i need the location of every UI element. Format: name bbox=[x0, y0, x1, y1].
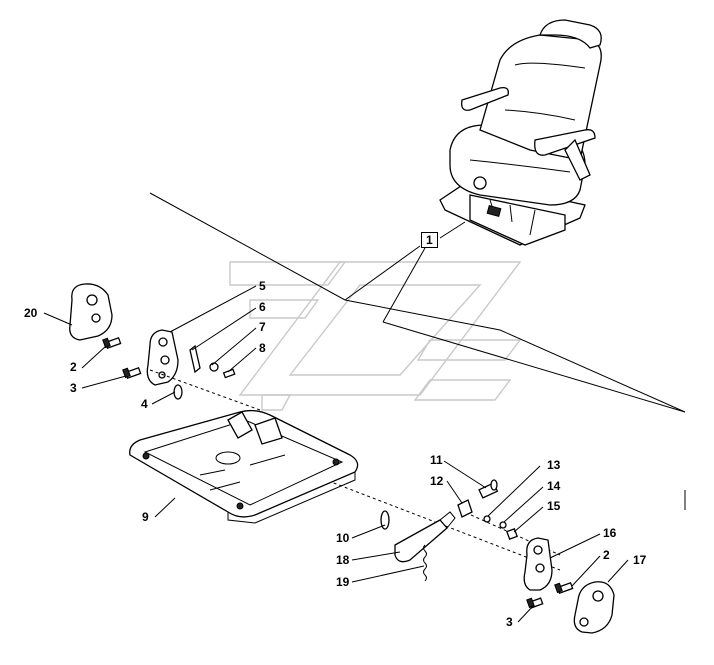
part-9-mounting-plate bbox=[129, 409, 359, 524]
callout-1-leader bbox=[344, 221, 466, 323]
callout-20: 20 bbox=[24, 306, 38, 320]
callout-12: 12 bbox=[430, 474, 444, 488]
part-10-ring bbox=[380, 510, 390, 530]
callout-2-left: 2 bbox=[70, 360, 77, 374]
callout-16: 16 bbox=[603, 526, 617, 540]
callout-11: 11 bbox=[430, 453, 443, 467]
callout-10: 10 bbox=[336, 531, 350, 545]
seat-assembly bbox=[439, 19, 602, 246]
callout-6: 6 bbox=[259, 300, 266, 314]
part-20-cover bbox=[69, 283, 113, 341]
callout-15: 15 bbox=[547, 499, 561, 513]
part-4-sleeve bbox=[173, 384, 183, 400]
callout-8: 8 bbox=[259, 341, 266, 355]
callout-7: 7 bbox=[259, 320, 266, 334]
callout-2-right: 2 bbox=[603, 548, 610, 562]
watermark-logo bbox=[229, 261, 522, 411]
left-bolts bbox=[102, 336, 142, 380]
callout-1: 1 bbox=[421, 232, 438, 248]
part-16-right-bracket bbox=[523, 537, 553, 591]
part-18-latch bbox=[394, 511, 456, 563]
callout-9: 9 bbox=[142, 510, 149, 524]
assembly-boundary-line bbox=[149, 192, 686, 510]
left-small-hardware bbox=[189, 344, 236, 379]
callout-17: 17 bbox=[633, 553, 647, 567]
right-bolts bbox=[526, 581, 574, 609]
callout-14: 14 bbox=[547, 479, 561, 493]
callout-13: 13 bbox=[547, 458, 561, 472]
part-5-left-bracket bbox=[146, 329, 179, 386]
part-19-spring bbox=[423, 544, 427, 582]
callout-4: 4 bbox=[141, 397, 148, 411]
callout-19: 19 bbox=[336, 575, 350, 589]
callout-3-left: 3 bbox=[70, 381, 77, 395]
callout-5: 5 bbox=[259, 279, 266, 293]
callout-leaders bbox=[43, 285, 629, 623]
assembly-boundary-line-2 bbox=[382, 321, 686, 413]
callout-18: 18 bbox=[336, 553, 350, 567]
right-small-hardware bbox=[457, 479, 518, 540]
part-17-cover bbox=[573, 581, 615, 634]
callout-3-right: 3 bbox=[506, 615, 513, 629]
